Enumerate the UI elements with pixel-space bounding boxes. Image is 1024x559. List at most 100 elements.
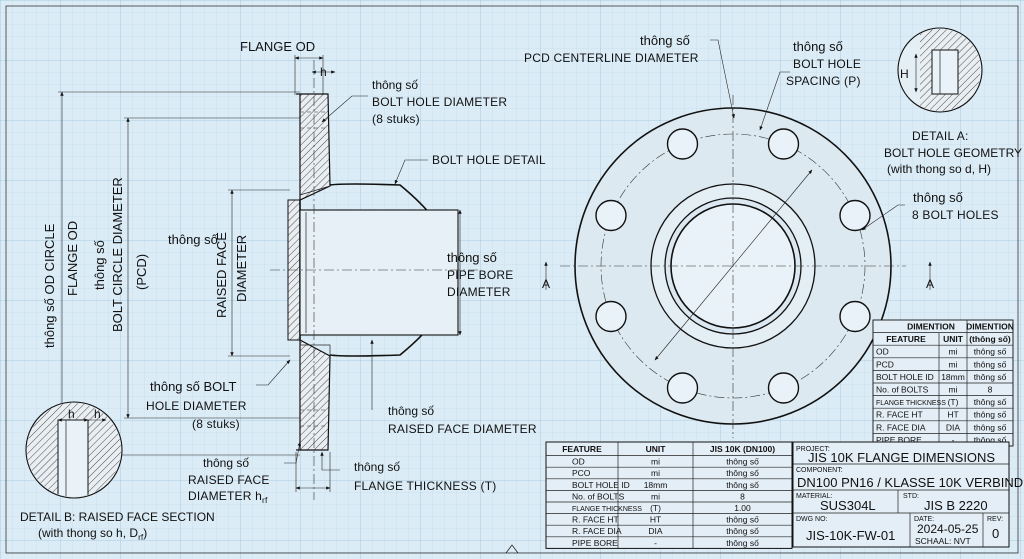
bolt-hole [767,128,800,160]
label-pipe-bore-dia: DIAMETER [447,285,511,299]
feature-table-cell: thông số [726,526,759,536]
feature-table-cell: PCO [572,468,591,478]
small-table-cell: - [952,435,955,445]
label-rfd-tag: thông số [203,456,249,470]
feature-table-cell: OD [572,457,585,467]
center-mark-bottom [505,544,519,554]
bolt-hole [595,300,627,333]
detail-a [897,27,983,113]
small-table-cell: 8 [988,385,993,395]
feature-table-cell: mi [651,468,660,478]
label-eight-tag: thông số [913,190,963,205]
tb-material-label: MATERIAL: [796,493,832,500]
label-section-a-left: A [542,277,550,291]
feature-table-header: JIS 10K (DN100) [710,444,775,454]
small-table-cell: R. FACE HT [876,410,923,420]
small-table-cell: R. FACE DIA [876,422,926,432]
label-detail-b-1: DETAIL B: RAISED FACE SECTION [20,510,215,524]
flange-front-view [544,39,932,438]
small-table-cell: mi [949,347,958,357]
labels: FLANGE OD h thông số BOLT HOLE DIAMETER … [20,33,1024,546]
label-flange-od-left: FLANGE OD [65,221,80,296]
label-rfd-2: DIAMETER hrf [188,489,268,505]
label-spacing-2: SPACING (P) [786,74,861,88]
small-table-cell: DIA [946,422,961,432]
small-table-cell: thông số [974,359,1007,369]
small-table-cell: thông số [974,397,1007,407]
label-spacing-1: BOLT HOLE [793,57,861,71]
tb-dwg: JIS-10K-FW-01 [806,528,895,543]
label-detail-a-3: (with thong so d, H) [887,162,991,176]
feature-table-cell: DIA [648,526,663,536]
label-eight-holes: 8 BOLT HOLES [912,208,999,222]
feature-table-cell: - [654,538,657,548]
label-thick-tag: thông số [354,460,400,474]
tb-rev: 0 [992,526,999,541]
upper-flange-hatch [296,93,331,201]
label-rfd-1: RAISED FACE [188,473,270,487]
small-table-header: (thông số) [969,334,1011,344]
feature-table-cell: 8 [740,491,745,501]
label-detail-a-2: BOLT HOLE GEOMETRY [884,146,1022,160]
small-table-header: DIMENTION [966,322,1014,332]
small-table-header: FEATURE [886,334,926,344]
tb-std-label: STD: [903,493,919,500]
feature-table-cell: FLANGE THICKNESS [572,506,642,513]
small-table-cell: mi [949,359,958,369]
feature-table-header: FEATURE [562,444,602,454]
tb-rev-label: REV: [987,516,1003,523]
feature-table-cell: No. of BOLTS [572,491,625,501]
small-table-cell: (T) [948,397,959,407]
label-raised-tag: thông số [168,232,218,247]
label-pipe-bore-tag: thông số [447,250,497,265]
label-rf-low: RAISED FACE DIAMETER [388,422,537,436]
label-od-circle: thông số OD CIRCLE [42,223,57,348]
sheet-border [5,5,1019,554]
label-bolt-low-1: thông số BOLT [150,379,237,394]
pipe-bore [299,209,459,336]
feature-table-cell: R. FACE DIA [572,526,622,536]
bolt-hole [839,199,871,232]
feature-table-cell: 1.00 [734,503,751,513]
small-table-header: DIMENTION [907,322,955,332]
tb-std: JIS B 2220 [924,498,988,513]
tb-scale: SCHAAL: NVT [915,536,971,546]
feature-table-cell: thông số [726,457,759,467]
label-pcd-center-tag: thông số [640,33,690,48]
label-raised-face: RAISED FACE [214,232,229,318]
bolt-hole [839,300,871,333]
feature-table-cell: thông số [726,480,759,490]
label-section-a-right: A [926,277,934,291]
feature-table-cell: 18mm [644,480,668,490]
small-table-cell: FLANGE THICKNESS [876,400,946,407]
small-table-cell: thông số [974,435,1007,445]
lower-flange-hatch [296,339,331,451]
label-bolt-low-3: (8 stuks) [192,417,240,431]
small-table-cell: thông số [974,372,1007,382]
label-bolt-hole-detail: BOLT HOLE DETAIL [432,153,546,167]
label-detail-b-h1: h [68,407,75,421]
feature-table-cell: thông số [726,468,759,478]
feature-table-cell: thông số [726,538,759,548]
tb-project: JIS 10K FLANGE DIMENSIONS [808,450,995,465]
label-thickness: FLANGE THICKNESS (T) [354,479,496,493]
small-table-cell: thông số [974,422,1007,432]
tb-date-label: DATE: [914,516,934,523]
feature-table-cell: (T) [650,503,661,513]
label-bolt-hole-dia: BOLT HOLE DIAMETER [372,95,507,109]
feature-table-cell: PIPE BORE [572,538,618,548]
label-flange-od-top: FLANGE OD [240,39,315,54]
label-bolt-low-2: HOLE DIAMETER [146,399,247,413]
tb-component: DN100 PN16 / KLASSE 10K VERBINDING [797,475,1024,490]
label-h-top: h [320,65,327,79]
label-detail-b-h2: h [94,407,101,421]
small-table-header: UNIT [943,334,964,344]
label-pipe-bore: PIPE BORE [447,268,514,282]
feature-table-cell: thông số [726,515,759,525]
tb-project-label: PROJECT: [796,446,830,453]
tb-date: 2024-05-25 [917,522,979,536]
feature-table-cell: mi [651,491,660,501]
small-table-cell: PCD [876,359,894,369]
